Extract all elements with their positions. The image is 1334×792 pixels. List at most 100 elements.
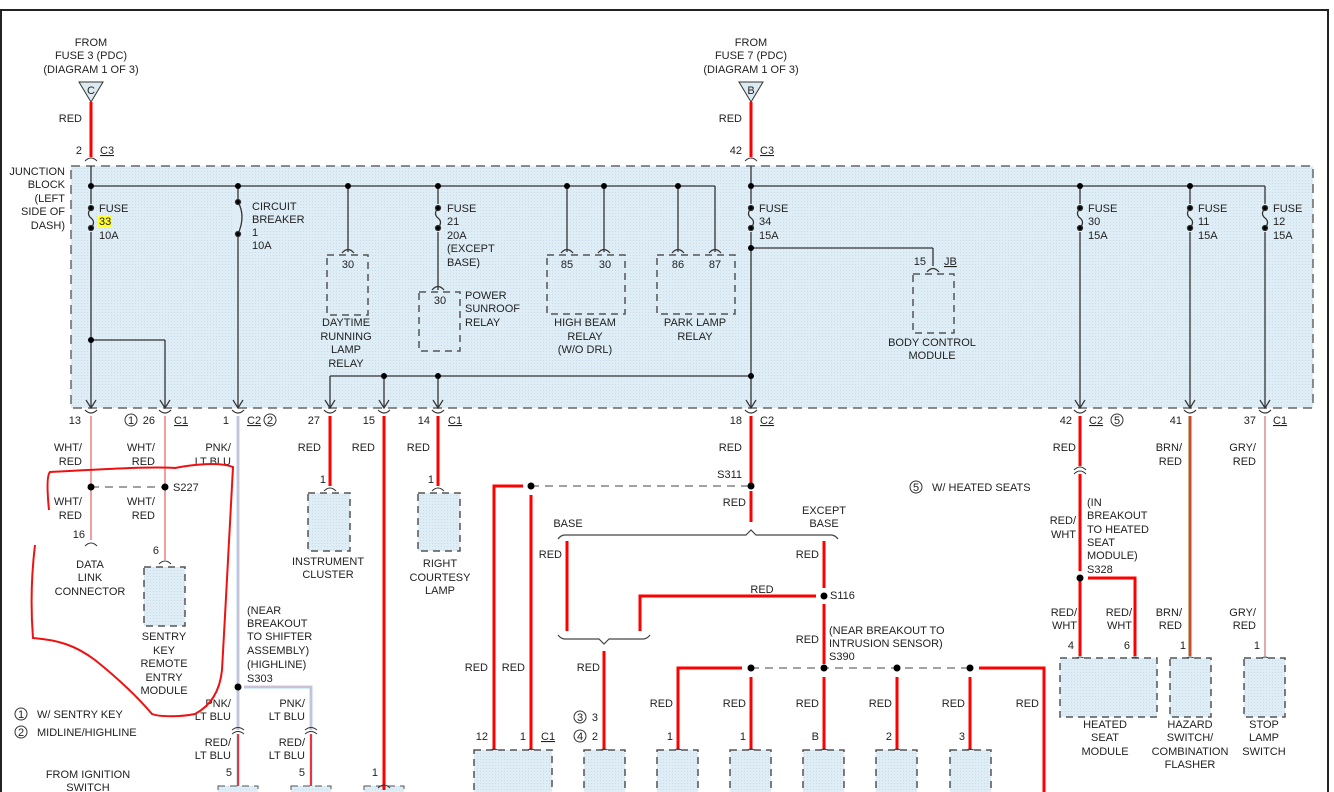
fuse-21-icon [434,204,442,232]
svg-text:DAYTIME: DAYTIME [322,317,370,329]
svg-text:MODULE: MODULE [908,350,955,362]
svg-text:RED: RED [539,549,562,561]
data-link-connector-label: DATA LINK CONNECTOR [55,559,126,598]
pnk-ltblu-wires [236,416,313,730]
svg-text:1: 1 [252,227,258,239]
svg-text:37: 37 [1244,415,1256,427]
svg-text:LT BLU: LT BLU [269,711,305,723]
svg-text:RED/: RED/ [1050,515,1077,527]
svg-text:RED/: RED/ [279,737,306,749]
svg-text:2: 2 [592,731,598,743]
red-wires-left [328,416,440,790]
svg-text:RIGHT: RIGHT [423,558,458,570]
svg-text:C2: C2 [760,415,774,427]
svg-text:WHT: WHT [1051,529,1076,541]
svg-text:FUSE: FUSE [759,203,788,215]
svg-text:12: 12 [1273,216,1285,228]
svg-text:SWITCH: SWITCH [1242,746,1285,758]
stop-lamp-switch-label: STOP LAMP SWITCH [1242,719,1285,758]
svg-text:2: 2 [267,415,273,427]
svg-text:TO HEATED: TO HEATED [1087,524,1149,536]
body-control-module-box [912,273,955,334]
svg-text:B: B [747,85,754,97]
center-labels: RED S311 RED BASE EXCEPT BASE RED RED RE… [465,442,1039,710]
svg-text:LINK: LINK [78,572,103,584]
svg-text:WHT/: WHT/ [127,442,156,454]
svg-text:RELAY: RELAY [465,317,501,329]
svg-text:FUSE 7 (PDC): FUSE 7 (PDC) [715,50,787,62]
splice-dots-center [527,482,974,672]
fuse-12-icon [1261,204,1269,232]
svg-text:87: 87 [709,259,721,271]
junction-block-label: JUNCTION BLOCK (LEFT SIDE OF DASH) [9,166,65,232]
svg-text:RED: RED [298,442,321,454]
svg-text:C3: C3 [100,145,114,157]
svg-text:15A: 15A [1088,230,1108,242]
svg-text:RED: RED [577,662,600,674]
svg-text:SUNROOF: SUNROOF [465,303,520,315]
svg-text:LT BLU: LT BLU [195,750,231,762]
svg-text:1: 1 [128,415,134,427]
source-fuse-3: FROM FUSE 3 (PDC) (DIAGRAM 1 OF 3) [43,37,138,76]
right-courtesy-lamp-box [417,492,461,552]
fuse-30-label: FUSE 30 15A [1088,203,1117,242]
svg-text:BASE): BASE) [447,257,480,269]
heated-seat-module-box [1059,657,1158,718]
splice-s303-label: (NEAR BREAKOUT TO SHIFTER ASSEMBLY) (HIG… [247,605,312,685]
svg-text:MODULE): MODULE) [1087,550,1138,562]
right-courtesy-lamp-label: RIGHT COURTESY LAMP [410,558,472,597]
svg-text:RED/: RED/ [1051,607,1078,619]
splice-s227 [161,483,169,491]
svg-text:1: 1 [520,731,526,743]
svg-text:PNK/: PNK/ [205,442,232,454]
svg-text:BREAKER: BREAKER [252,214,305,226]
svg-text:HAZARD: HAZARD [1167,719,1212,731]
svg-text:POWER: POWER [465,290,507,302]
svg-text:RELAY: RELAY [677,331,713,343]
pin-caps [341,248,940,291]
svg-text:RED: RED [407,442,430,454]
svg-text:WHT/: WHT/ [127,496,156,508]
svg-text:RED: RED [352,442,375,454]
svg-text:BREAKOUT: BREAKOUT [1087,510,1148,522]
svg-text:RED/: RED/ [205,737,232,749]
inline-connectors [231,727,318,735]
body-control-module-label: BODY CONTROL MODULE [888,337,976,362]
svg-text:GRY/: GRY/ [1229,607,1257,619]
svg-text:JB: JB [944,256,957,268]
svg-text:34: 34 [759,216,771,228]
svg-text:B: B [812,731,819,743]
svg-text:FUSE: FUSE [447,203,476,215]
svg-text:10A: 10A [252,240,272,252]
svg-text:18: 18 [730,415,742,427]
svg-text:EXCEPT: EXCEPT [802,505,846,517]
svg-text:15A: 15A [1198,230,1218,242]
svg-text:10A: 10A [99,230,119,242]
svg-text:RED: RED [869,698,892,710]
fuse-33-label: FUSE 33 10A [98,203,128,242]
svg-text:RED: RED [796,634,819,646]
svg-text:C3: C3 [760,145,774,157]
svg-text:26: 26 [143,415,155,427]
svg-text:PARK LAMP: PARK LAMP [664,317,726,329]
svg-text:CIRCUIT: CIRCUIT [252,201,297,213]
svg-text:6: 6 [153,545,159,557]
right-labels: RED RED/ WHT (IN BREAKOUT TO HEATED SEAT… [1050,442,1260,652]
svg-text:FLASHER: FLASHER [1165,759,1216,771]
svg-text:15A: 15A [759,230,779,242]
svg-text:PNK/: PNK/ [279,698,306,710]
svg-text:30: 30 [342,259,354,271]
bottom-device-boxes [473,749,992,792]
svg-text:14: 14 [418,415,430,427]
svg-text:1: 1 [18,709,24,721]
svg-text:JUNCTION: JUNCTION [9,166,65,178]
output-arrows [84,399,1272,414]
note-5: 5 W/ HEATED SEATS [909,480,1031,494]
svg-text:SIDE OF: SIDE OF [21,206,65,218]
hazard-switch-box [1169,657,1212,718]
svg-text:LT BLU: LT BLU [269,750,305,762]
sentry-key-module-box [143,566,186,627]
svg-text:(W/O DRL): (W/O DRL) [558,344,612,356]
fuse-11-label: FUSE 11 15A [1198,203,1227,242]
